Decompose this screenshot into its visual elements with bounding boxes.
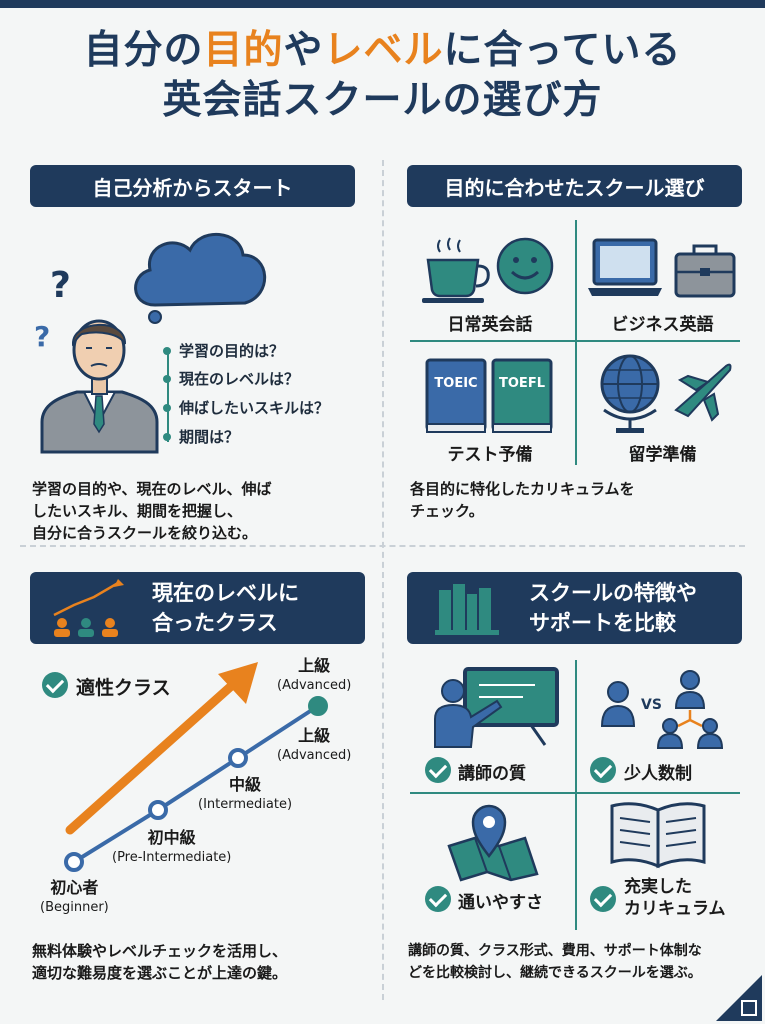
question-mark-small-icon: ?	[34, 320, 50, 353]
teacup-smiley-icon	[422, 237, 554, 303]
vs-label: VS	[641, 697, 662, 713]
map-pin-icon	[447, 804, 539, 882]
purpose-label-business: ビジネス英語	[611, 315, 714, 335]
teacher-board-icon	[434, 667, 559, 748]
toeic-book-label: TOEIC	[434, 376, 478, 391]
level-point-beginner	[64, 852, 84, 872]
horizontal-divider	[20, 545, 745, 547]
thought-cloud-icon	[134, 233, 267, 324]
suitable-class-badge: 適性クラス	[76, 677, 171, 699]
section1-description: 学習の目的や、現在のレベル、伸ば したいスキル、期間を把握し、 自分に合うスクー…	[32, 480, 272, 542]
section2-description: 各目的に特化したカリキュラムを チェック。	[410, 480, 635, 520]
question-item: 現在のレベルは？	[163, 368, 299, 389]
bookshelf-icon	[435, 584, 499, 635]
open-book-icon	[610, 802, 706, 869]
feature-label-curriculum: 充実した カリキュラム	[624, 877, 726, 919]
section2-header: 目的に合わせたスクール選び	[407, 165, 742, 207]
growing-team-icon	[53, 579, 124, 637]
section3-description: 無料体験やレベルチェックを活用し、 適切な難易度を選ぶことが上達の鍵。	[32, 942, 288, 982]
level-label-beginner: 初心者(Beginner)	[40, 878, 109, 915]
laptop-briefcase-icon	[588, 238, 736, 298]
section1-header: 自己分析からスタート	[30, 165, 355, 207]
small-group-icon	[600, 670, 724, 749]
purpose-label-daily: 日常英会話	[447, 315, 533, 335]
grid-divider-vertical	[575, 660, 577, 930]
level-progression-chart	[64, 662, 328, 872]
check-icon	[425, 886, 451, 912]
level-label-intermediate: 中級(Intermediate)	[198, 775, 293, 812]
check-icon	[590, 886, 616, 912]
question-mark-icon: ?	[50, 265, 71, 306]
level-label-advanced-top: 上級(Advanced)	[277, 656, 352, 693]
top-accent-bar	[0, 0, 765, 8]
globe-airplane-icon	[600, 354, 732, 433]
vertical-divider	[382, 160, 384, 1000]
toefl-book-label: TOEFL	[499, 376, 545, 391]
purpose-label-test: テスト予備	[447, 445, 533, 465]
question-item: 期間は？	[163, 426, 239, 447]
question-connector-line	[167, 352, 169, 442]
businessman-icon	[40, 319, 159, 454]
check-icon	[42, 672, 68, 698]
question-item: 伸ばしたいスキルは？	[163, 397, 329, 418]
level-point-intermediate	[228, 748, 248, 768]
corner-logo-icon	[716, 975, 762, 1021]
level-label-advanced: 上級(Advanced)	[277, 726, 352, 763]
check-icon	[425, 757, 451, 783]
level-point-pre-intermediate	[148, 800, 168, 820]
test-books-icon	[425, 358, 553, 433]
feature-label-small-class: 少人数制	[624, 764, 692, 784]
feature-label-accessibility: 通いやすさ	[458, 893, 543, 913]
section3-header: 現在のレベルに 合ったクラス	[30, 572, 365, 644]
page-title: 自分の目的やレベルに合っている 英会話スクールの選び方	[83, 28, 682, 123]
check-icon	[590, 757, 616, 783]
grid-divider-horizontal	[410, 340, 740, 342]
grid-divider-vertical	[575, 220, 577, 465]
svg-text:?: ?	[34, 320, 50, 353]
svg-text:?: ?	[50, 265, 71, 306]
section4-description: 講師の質、クラス形式、費用、サポート体制な どを比較検討し、継続できるスクールを…	[408, 943, 702, 981]
feature-label-teacher-quality: 講師の質	[458, 764, 526, 784]
purpose-label-study-abroad: 留学準備	[628, 445, 697, 465]
question-item: 学習の目的は？	[163, 340, 284, 361]
grid-divider-horizontal	[410, 792, 740, 794]
level-point-advanced	[308, 696, 328, 716]
level-label-pre-intermediate: 初中級(Pre-Intermediate)	[112, 828, 232, 865]
section4-header: スクールの特徴や サポートを比較	[407, 572, 742, 644]
